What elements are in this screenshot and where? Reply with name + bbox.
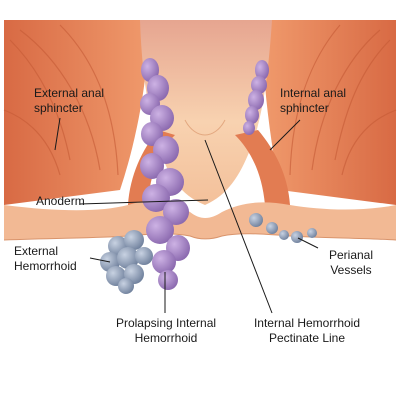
label-internal-anal-sphincter: Internal anal sphincter (280, 86, 347, 115)
external-sphincter-muscle-left (3, 20, 150, 205)
label-internal-hemorrhoid-pectinate-line: Internal Hemorrhoid Pectinate Line (253, 316, 361, 345)
external-hemorrhoid (100, 230, 153, 294)
external-sphincter-muscle-right (262, 20, 397, 205)
perianal-vessels (249, 213, 317, 243)
label-external-anal-sphincter: External anal sphincter (34, 86, 105, 115)
leader-external-anal-sphincter (54, 117, 61, 151)
leader-internal-anal-sphincter (269, 119, 301, 151)
leader-external-hemorrhoid (89, 257, 111, 263)
label-external-hemorrhoid: External Hemorrhoid (14, 244, 77, 273)
leader-pectinate-line (204, 139, 273, 314)
leader-anoderm (79, 199, 209, 205)
label-perianal-vessels: Perianal Vessels (328, 248, 374, 277)
leader-perianal-vessels (297, 237, 319, 249)
label-anoderm: Anoderm (36, 194, 85, 208)
leader-lines (54, 117, 319, 314)
prolapsing-internal-hemorrhoid (140, 58, 190, 290)
internal-hemorrhoid-right (243, 60, 269, 135)
label-prolapsing-internal-hemorrhoid: Prolapsing Internal Hemorrhoid (115, 316, 217, 345)
